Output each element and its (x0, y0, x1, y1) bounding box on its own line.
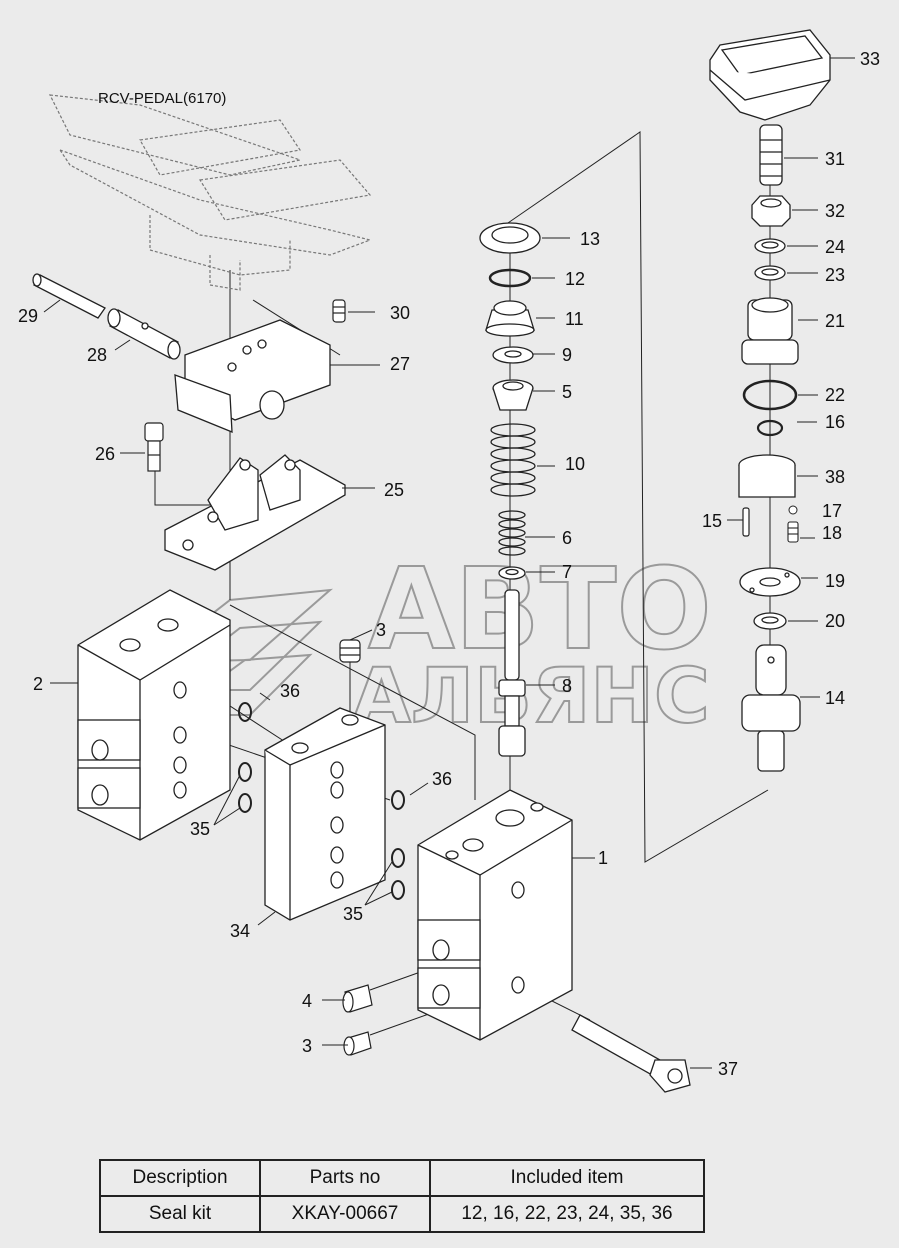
watermark: АВТО АЛЬЯНС (146, 544, 713, 741)
o-rings-right (391, 790, 405, 900)
callout-9: 9 (562, 345, 572, 365)
part-19-plate (739, 567, 801, 597)
callout-11: 11 (565, 309, 584, 329)
table-row: Seal kit XKAY-00667 12, 16, 22, 23, 24, … (99, 1195, 705, 1233)
callout-5: 5 (562, 382, 572, 402)
callout-6: 6 (562, 528, 572, 548)
part-29-pin (32, 273, 106, 319)
callout-31: 31 (825, 149, 845, 169)
callout-29: 29 (18, 306, 38, 326)
rcv-pedal-outline (48, 94, 373, 291)
callout-10: 10 (565, 454, 585, 474)
part-13-plate (479, 222, 541, 254)
callout-33: 33 (860, 49, 880, 69)
callout-2: 2 (33, 674, 43, 694)
callout-30: 30 (390, 303, 410, 323)
part-22-o-ring (742, 379, 798, 411)
part-15-pin (742, 507, 750, 537)
part-2-valve-block (77, 589, 231, 841)
header-description: Description (99, 1159, 261, 1197)
part-7-washer (498, 566, 526, 580)
parts-table: Description Parts no Included item Seal … (99, 1159, 705, 1233)
callout-28: 28 (87, 345, 107, 365)
callout-20: 20 (825, 611, 845, 631)
callout-1: 1 (598, 848, 608, 868)
callout-38: 38 (825, 467, 845, 487)
callout-26: 26 (95, 444, 115, 464)
callout-27: 27 (390, 354, 410, 374)
part-24-ring (754, 238, 786, 254)
callout-25: 25 (384, 480, 404, 500)
part-11-seal-holder (485, 300, 535, 337)
part-21-plug (741, 297, 799, 365)
o-rings-left (238, 702, 252, 813)
callout-8: 8 (562, 676, 572, 696)
part-3-plug-lower (343, 1031, 372, 1056)
callout-13: 13 (580, 229, 600, 249)
part-5-spring-seat (492, 379, 534, 411)
callout-36-left: 36 (280, 681, 300, 701)
header-included-item: Included item (429, 1159, 705, 1197)
callout-15: 15 (702, 511, 722, 531)
part-17-ball (788, 505, 798, 515)
callout-36-right: 36 (432, 769, 452, 789)
callout-37: 37 (718, 1059, 738, 1079)
cell-included-item: 12, 16, 22, 23, 24, 35, 36 (429, 1195, 705, 1233)
part-31-rod (759, 124, 783, 186)
part-20-washer (753, 612, 787, 630)
part-28-bushing (107, 308, 181, 360)
callout-12: 12 (565, 269, 585, 289)
part-26-bolt (144, 422, 164, 472)
callout-23: 23 (825, 265, 845, 285)
part-37-socket-bolt (571, 1014, 691, 1093)
callout-7: 7 (562, 562, 572, 582)
callout-3-lower: 3 (302, 1036, 312, 1056)
callout-18: 18 (822, 523, 842, 543)
callout-3-upper: 3 (376, 620, 386, 640)
watermark-line-1: АВТО (368, 545, 712, 675)
part-27-pedal-block (174, 319, 331, 433)
part-30-grease-nipple (332, 299, 346, 323)
part-6-spring (498, 510, 526, 556)
part-23-ring (754, 265, 786, 281)
part-34-end-plate (264, 707, 386, 921)
callout-22: 22 (825, 385, 845, 405)
part-33-boot (709, 29, 831, 121)
part-4-plug (342, 984, 373, 1013)
part-18-spring (787, 521, 799, 543)
callout-14: 14 (825, 688, 845, 708)
callout-24: 24 (825, 237, 845, 257)
part-16-o-ring (756, 419, 784, 437)
part-25-bracket-plate (164, 454, 346, 571)
callout-16: 16 (825, 412, 845, 432)
part-10-spring (490, 423, 536, 497)
callout-32: 32 (825, 201, 845, 221)
callout-labels: RCV-PEDAL(6170) 1 2 3 3 4 5 6 7 8 9 10 1… (18, 49, 880, 1079)
part-38-plate (738, 454, 796, 498)
callout-35-left: 35 (190, 819, 210, 839)
part-12-o-ring (488, 268, 532, 288)
parts-table-header-row: Description Parts no Included item (99, 1159, 705, 1197)
part-3-plug-upper (339, 639, 361, 663)
cell-description: Seal kit (99, 1195, 261, 1233)
part-14-plunger (741, 644, 801, 772)
part-8-spool (498, 589, 526, 757)
label-leaders (43, 57, 855, 1069)
callout-21: 21 (825, 311, 845, 331)
part-9-washer (492, 346, 534, 364)
cell-parts-no: XKAY-00667 (259, 1195, 431, 1233)
callout-4: 4 (302, 991, 312, 1011)
subassembly-label: RCV-PEDAL(6170) (98, 90, 226, 107)
callout-19: 19 (825, 571, 845, 591)
part-1-valve-body (417, 789, 573, 1041)
watermark-line-2: АЛЬЯНС (352, 651, 710, 740)
header-parts-no: Parts no (259, 1159, 431, 1197)
callout-35-right: 35 (343, 904, 363, 924)
callout-34: 34 (230, 921, 250, 941)
part-32-nut (751, 195, 791, 227)
callout-17: 17 (822, 501, 842, 521)
